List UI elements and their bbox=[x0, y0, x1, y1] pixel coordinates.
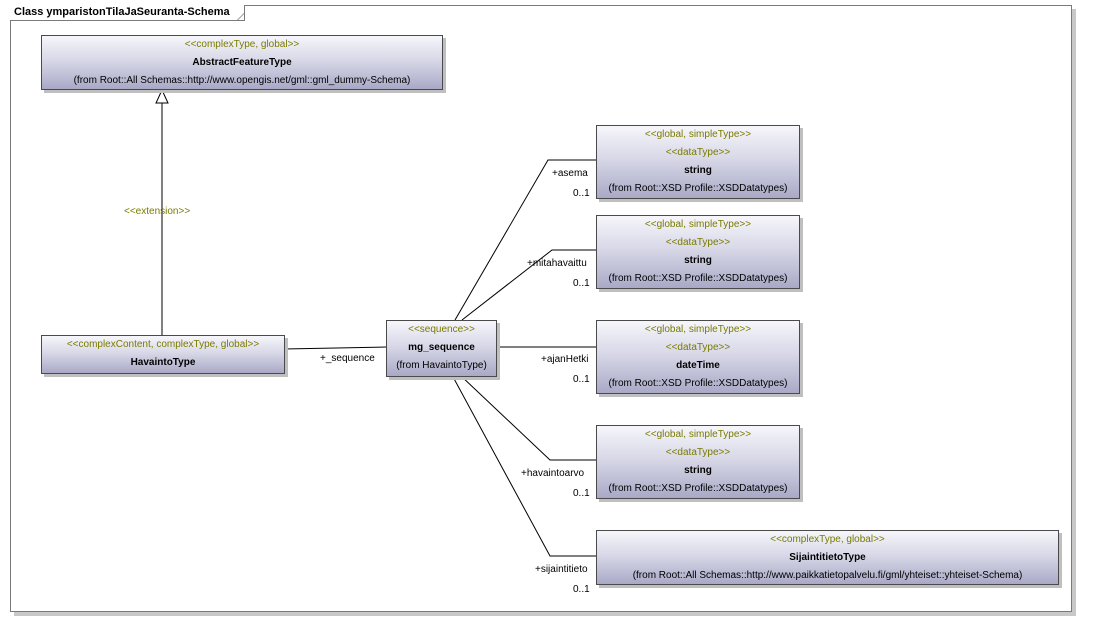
class-origin: (from Root::XSD Profile::XSDDatatypes) bbox=[608, 483, 788, 494]
mitahavaittu-multiplicity: 0..1 bbox=[573, 278, 590, 289]
asema-multiplicity: 0..1 bbox=[573, 188, 590, 199]
stereotype-label-secondary: <<dataType>> bbox=[665, 147, 731, 158]
class-string-mitahavaittu[interactable]: <<global, simpleType>> <<dataType>> stri… bbox=[596, 215, 800, 289]
asema-role-label: +asema bbox=[552, 168, 588, 179]
class-name: HavaintoType bbox=[130, 357, 196, 368]
stereotype-label: <<global, simpleType>> bbox=[644, 429, 752, 440]
class-mg-sequence[interactable]: <<sequence>> mg_sequence (from HavaintoT… bbox=[386, 320, 497, 377]
havaintoarvo-role-label: +havaintoarvo bbox=[521, 468, 585, 479]
class-origin: (from Root::All Schemas::http://www.paik… bbox=[632, 570, 1023, 581]
class-name: string bbox=[684, 165, 712, 176]
sequence-role-label: +_sequence bbox=[320, 353, 375, 364]
class-abstract-feature-type[interactable]: <<complexType, global>> AbstractFeatureT… bbox=[41, 35, 443, 90]
sequence-line bbox=[283, 346, 387, 350]
class-name: dateTime bbox=[676, 360, 720, 371]
sijaintitieto-line bbox=[451, 374, 596, 557]
sijaintitieto-role-label: +sijaintitieto bbox=[535, 564, 588, 575]
class-name: AbstractFeatureType bbox=[192, 57, 292, 68]
ajanhetki-role-label: +ajanHetki bbox=[541, 354, 589, 365]
class-name: string bbox=[684, 465, 712, 476]
class-name: SijaintitietoType bbox=[789, 552, 866, 563]
mitahavaittu-line bbox=[461, 249, 596, 321]
class-name: mg_sequence bbox=[408, 342, 475, 353]
diagram-title: Class ymparistonTilaJaSeuranta-Schema bbox=[10, 5, 245, 21]
havaintoarvo-multiplicity: 0..1 bbox=[573, 488, 590, 499]
stereotype-label-secondary: <<dataType>> bbox=[665, 342, 731, 353]
stereotype-label-secondary: <<dataType>> bbox=[665, 237, 731, 248]
stereotype-label: <<complexContent, complexType, global>> bbox=[66, 339, 260, 350]
class-sijaintitieto-type[interactable]: <<complexType, global>> SijaintitietoTyp… bbox=[596, 530, 1059, 585]
class-origin: (from Root::XSD Profile::XSDDatatypes) bbox=[608, 183, 788, 194]
stereotype-label: <<global, simpleType>> bbox=[644, 324, 752, 335]
stereotype-label-secondary: <<dataType>> bbox=[665, 447, 731, 458]
asema-line bbox=[454, 159, 596, 321]
havaintoarvo-line bbox=[459, 374, 596, 461]
class-origin: (from Root::XSD Profile::XSDDatatypes) bbox=[608, 273, 788, 284]
ajanhetki-multiplicity: 0..1 bbox=[573, 374, 590, 385]
stereotype-label: <<complexType, global>> bbox=[184, 39, 300, 50]
class-origin: (from Root::XSD Profile::XSDDatatypes) bbox=[608, 378, 788, 389]
extension-arrowhead bbox=[155, 88, 169, 104]
class-origin: (from Root::All Schemas::http://www.open… bbox=[73, 75, 411, 86]
class-havainto-type[interactable]: <<complexContent, complexType, global>> … bbox=[41, 335, 285, 374]
diagram-frame bbox=[10, 5, 1072, 612]
class-origin: (from HavaintoType) bbox=[396, 360, 487, 371]
stereotype-label: <<complexType, global>> bbox=[770, 534, 885, 545]
extension-label: <<extension>> bbox=[124, 206, 191, 217]
class-name: string bbox=[684, 255, 712, 266]
class-string-asema[interactable]: <<global, simpleType>> <<dataType>> stri… bbox=[596, 125, 800, 199]
stereotype-label: <<sequence>> bbox=[408, 324, 475, 335]
class-datetime-ajanhetki[interactable]: <<global, simpleType>> <<dataType>> date… bbox=[596, 320, 800, 394]
stereotype-label: <<global, simpleType>> bbox=[644, 129, 752, 140]
mitahavaittu-role-label: +mitahavaittu bbox=[527, 258, 587, 269]
sijaintitieto-multiplicity: 0..1 bbox=[573, 584, 590, 595]
class-string-havaintoarvo[interactable]: <<global, simpleType>> <<dataType>> stri… bbox=[596, 425, 800, 499]
stereotype-label: <<global, simpleType>> bbox=[644, 219, 752, 230]
